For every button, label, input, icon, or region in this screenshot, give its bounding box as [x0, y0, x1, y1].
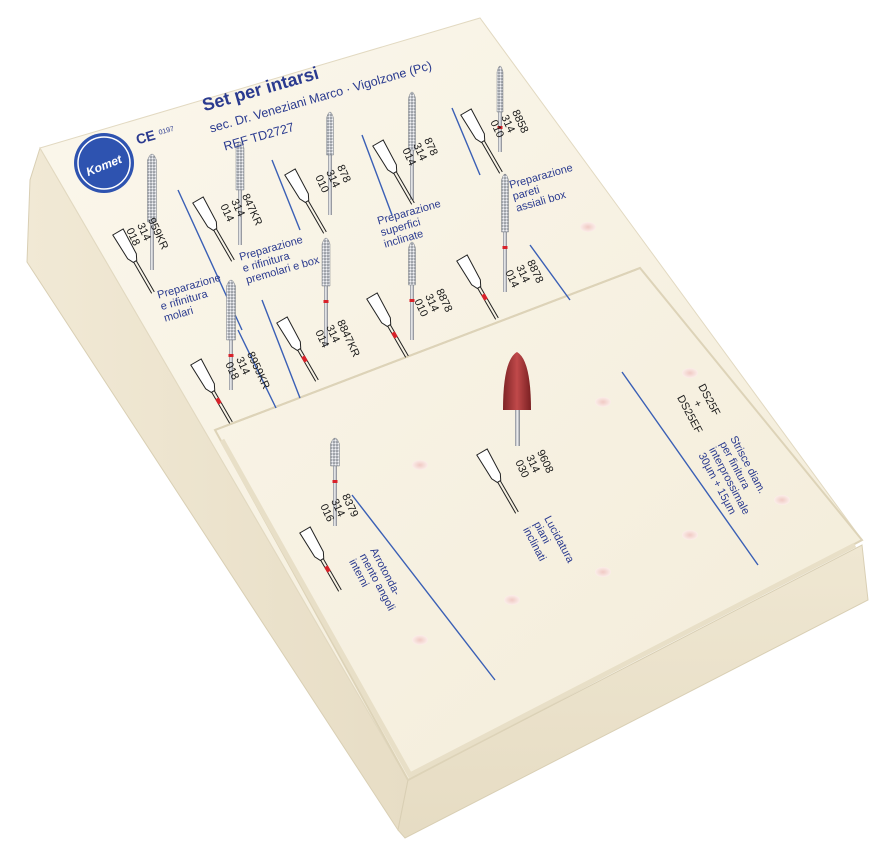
inserted-bur	[408, 241, 416, 340]
printed-outlines	[112, 108, 519, 592]
lower-tray-rim	[213, 266, 864, 782]
inserted-bur	[326, 111, 334, 215]
inserted-bur	[235, 141, 245, 245]
inserted-burs	[147, 65, 531, 526]
printed-bur-outline	[456, 254, 499, 320]
komet-logo	[74, 133, 134, 193]
box-front-side	[397, 544, 869, 839]
printed-bur-outline	[284, 168, 327, 234]
printed-bur-outline	[366, 292, 409, 358]
inserted-bur	[408, 91, 416, 200]
inserted-bur	[501, 173, 509, 292]
printed-bur-outline	[276, 316, 319, 382]
printed-bur-outline	[460, 108, 503, 174]
inserted-bur	[330, 437, 340, 526]
inserted-bur	[147, 153, 157, 270]
inserted-bur	[226, 279, 236, 390]
inserted-bur	[496, 65, 504, 152]
printed-bur-outline	[372, 139, 415, 205]
printed-bur-outline	[476, 448, 519, 514]
tray-edge-shadow	[219, 438, 857, 779]
printed-bur-outline	[112, 228, 155, 294]
printed-bur-outline	[190, 358, 233, 424]
empty-holes	[412, 222, 790, 645]
polishing-stone	[503, 352, 531, 446]
printed-bur-outline	[299, 526, 342, 592]
inserted-bur	[321, 237, 331, 346]
printed-bur-outline	[192, 196, 235, 262]
